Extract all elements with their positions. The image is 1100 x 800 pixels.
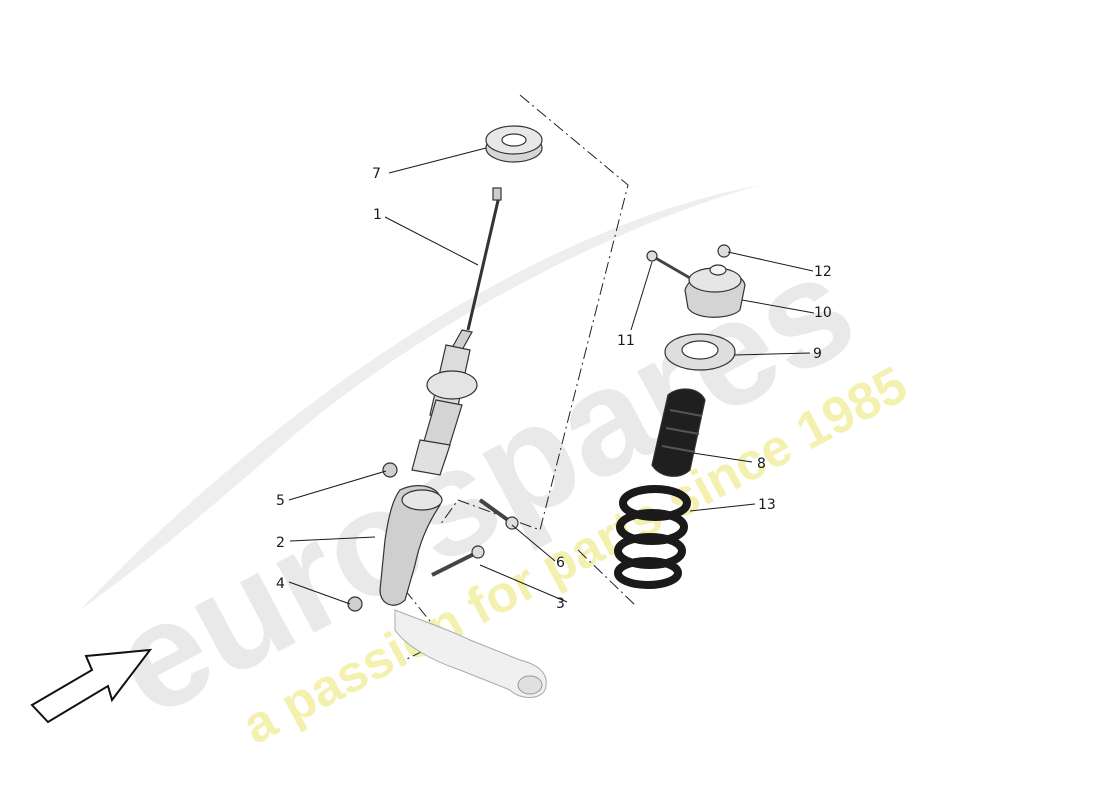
callout-13[interactable]: 13: [758, 497, 776, 513]
callout-5[interactable]: 5: [276, 493, 285, 509]
callout-11[interactable]: 11: [617, 333, 635, 349]
callouts: 7 1 5 2 4 6 3 11 12 10 9 8 13: [276, 166, 832, 612]
assembly-lines: [404, 94, 636, 661]
callout-1[interactable]: 1: [373, 207, 382, 223]
part-4-nut[interactable]: [347, 596, 363, 612]
lower-control-arm: [394, 609, 547, 698]
part-13-coil-spring[interactable]: [614, 485, 691, 589]
direction-arrow: [30, 648, 153, 724]
part-3-bolt[interactable]: [431, 545, 485, 577]
part-1-shock-absorber[interactable]: [411, 187, 502, 476]
assembly-line-strut: [439, 94, 629, 531]
callout-8[interactable]: 8: [757, 456, 766, 472]
part-2-knuckle-bracket[interactable]: [379, 485, 443, 606]
part-10-upper-mount[interactable]: [684, 264, 746, 318]
part-5-nut[interactable]: [382, 462, 398, 478]
callout-4[interactable]: 4: [276, 576, 285, 592]
part-8-dust-boot[interactable]: [651, 388, 706, 477]
callout-9[interactable]: 9: [813, 346, 822, 362]
part-9-spring-seat[interactable]: [664, 333, 736, 371]
part-6-bolt[interactable]: [478, 498, 519, 530]
part-7-top-mount-plate[interactable]: [485, 125, 543, 163]
callout-3[interactable]: 3: [556, 596, 565, 612]
assembly-line-spring: [577, 549, 636, 606]
callout-7[interactable]: 7: [372, 166, 381, 182]
callout-2[interactable]: 2: [276, 535, 285, 551]
callout-6[interactable]: 6: [556, 555, 565, 571]
callout-12[interactable]: 12: [814, 264, 832, 280]
callout-10[interactable]: 10: [814, 305, 832, 321]
assembly-line-arm: [404, 589, 446, 661]
leader-lines: [288, 147, 815, 605]
part-12-nut[interactable]: [717, 244, 731, 258]
part-11-bolt[interactable]: [646, 250, 691, 280]
